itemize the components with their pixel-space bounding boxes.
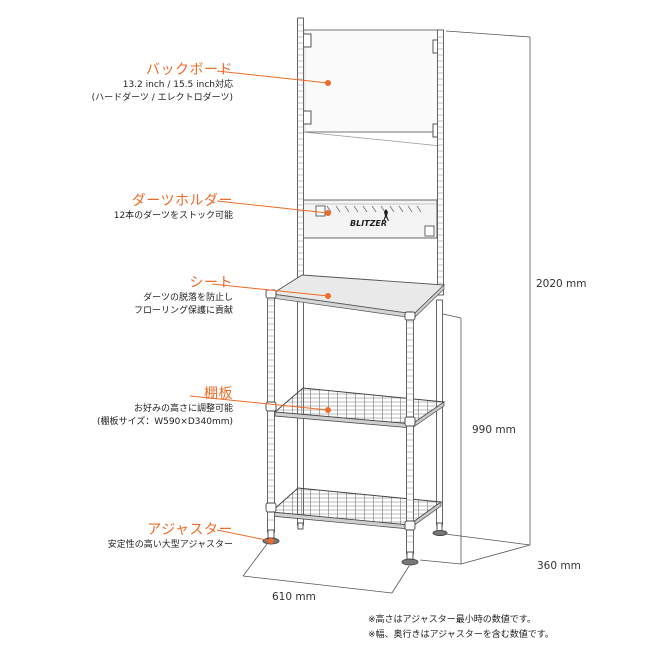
dimension-lines: [242, 30, 531, 594]
footnotes: ※高さはアジャスター最小時の数値です。 ※幅、奥行きはアジャスターを含む数値です…: [368, 613, 554, 643]
callout-desc: 12本のダーツをストック可能: [113, 211, 233, 221]
dimension-shelf-height: 990 mm: [472, 424, 516, 436]
dimension-width: 610 mm: [272, 591, 316, 603]
callout-desc: フローリング保護に貢献: [133, 306, 233, 316]
callout-leaders: [189, 70, 329, 542]
callout-desc: (棚板サイズ：W590×D340mm): [96, 417, 233, 427]
dimension-depth: 360 mm: [537, 560, 581, 572]
pole-collars: [265, 289, 416, 531]
dart-thrower-icon: [383, 209, 389, 221]
callout-desc: ダーツの脱落を防止し: [143, 293, 233, 303]
callout-dots: [268, 80, 331, 544]
dimension-total-height: 2020 mm: [536, 278, 587, 290]
callout-desc: 13.2 inch / 15.5 inch対応: [122, 80, 233, 90]
front-pole-grooves: [267, 299, 414, 543]
darts-holder-plate: BLITZER: [302, 199, 438, 239]
footnote: ※幅、奥行きはアジャスターを含む数値です。: [368, 630, 554, 640]
backboard-panel: [302, 29, 442, 147]
bottom-wire-shelf: [269, 487, 443, 530]
callout-desc: お好みの高さに調整可能: [133, 404, 233, 414]
upper-pole-grooves: [297, 24, 444, 290]
callout-title: ダーツホルダー: [131, 193, 233, 209]
footnote: ※高さはアジャスター最小時の数値です。: [368, 615, 536, 625]
callout-sheet: シート ダーツの脱落を防止し フローリング保護に貢献: [134, 275, 233, 318]
callout-title: バックボード: [146, 62, 233, 78]
callout-title: シート: [189, 275, 233, 291]
sheet-shelf: [270, 274, 446, 319]
callout-title: 棚板: [204, 386, 233, 402]
middle-wire-shelf: [273, 387, 446, 429]
callout-backboard: バックボード 13.2 inch / 15.5 inch対応 (ハードダーツ /…: [92, 62, 233, 105]
adjuster-feet: [262, 522, 448, 566]
callout-darts-holder: ダーツホルダー 12本のダーツをストック可能: [114, 193, 233, 223]
brand-logo: BLITZER: [350, 219, 387, 228]
callout-adjuster: アジャスター 安定性の高い大型アジャスター: [108, 522, 233, 552]
callout-desc: (ハードダーツ / エレクトロダーツ): [91, 93, 233, 103]
callout-shelf: 棚板 お好みの高さに調整可能 (棚板サイズ：W590×D340mm): [97, 386, 233, 429]
callout-title: アジャスター: [147, 522, 233, 538]
callout-desc: 安定性の高い大型アジャスター: [107, 540, 233, 550]
